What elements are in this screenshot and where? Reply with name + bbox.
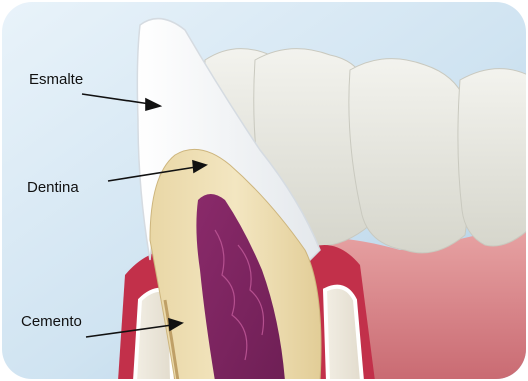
- dentin-label: Dentina: [27, 179, 79, 196]
- bone-section-right: [325, 287, 362, 381]
- back-tooth-3: [349, 59, 470, 253]
- enamel-label: Esmalte: [29, 71, 83, 88]
- cementum-label: Cemento: [21, 313, 82, 330]
- back-tooth-4: [458, 69, 528, 246]
